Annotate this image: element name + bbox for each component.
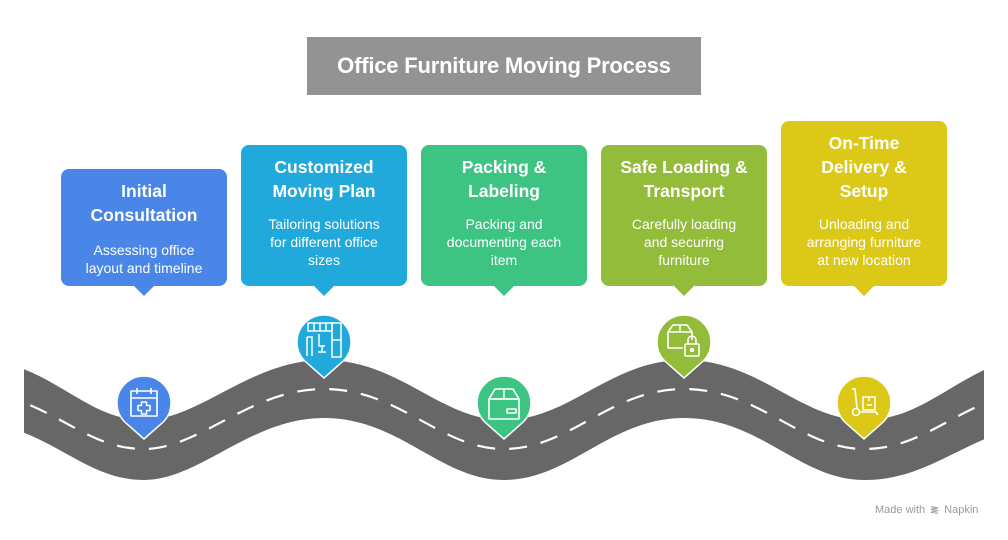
- step-title: Packing & Labeling: [461, 157, 547, 201]
- watermark: Made with Napkin: [875, 504, 978, 516]
- step-card-initial-consultation: Initial Consultation Assessing office la…: [61, 169, 227, 296]
- step-description: Packing and documenting each item: [446, 216, 562, 268]
- step-description: Tailoring solutions for different office…: [268, 216, 380, 268]
- step-card-customized-moving-plan: Customized Moving Plan Tailoring solutio…: [241, 145, 407, 296]
- diagram-title: Office Furniture Moving Process: [337, 53, 671, 78]
- step-description: Unloading and arranging furniture at new…: [806, 216, 922, 268]
- brand-label: Napkin: [944, 504, 979, 516]
- step-card-packing-labeling: Packing & Labeling Packing and documenti…: [421, 145, 587, 296]
- box-lock-icon: [667, 324, 700, 357]
- step-title: Initial Consultation: [90, 181, 198, 225]
- map-pin-packing-labeling: [476, 375, 532, 440]
- napkin-logo-icon: [930, 505, 939, 514]
- step-title: Customized Moving Plan: [272, 157, 376, 201]
- hand-truck-icon: [851, 388, 879, 417]
- step-description: Assessing office layout and timeline: [85, 242, 203, 276]
- card-pointer: [134, 286, 154, 296]
- title-banner: Office Furniture Moving Process: [307, 37, 701, 95]
- pin-shape: [656, 314, 712, 379]
- card-pointer: [854, 286, 874, 296]
- card-pointer: [674, 286, 694, 296]
- made-with-label: Made with: [875, 504, 926, 516]
- box-icon: [488, 388, 520, 420]
- map-pin-safe-loading-transport: [656, 314, 712, 379]
- pin-shape: [476, 375, 532, 440]
- card-pointer: [314, 286, 334, 296]
- step-description: Carefully loading and securing furniture: [631, 216, 737, 268]
- map-pin-customized-moving-plan: [296, 314, 352, 379]
- step-card-on-time-delivery-setup: On-Time Delivery & Setup Unloading and a…: [781, 121, 947, 296]
- pin-shape: [836, 375, 892, 440]
- calendar-medical-icon: [130, 388, 158, 417]
- office-layout-icon: [306, 322, 342, 358]
- card-pointer: [494, 286, 514, 296]
- step-title: Safe Loading & Transport: [620, 157, 748, 201]
- map-pin-on-time-delivery-setup: [836, 375, 892, 440]
- step-title: On-Time Delivery & Setup: [821, 133, 907, 201]
- step-card-safe-loading-transport: Safe Loading & Transport Carefully loadi…: [601, 145, 767, 296]
- map-pin-initial-consultation: [116, 375, 172, 440]
